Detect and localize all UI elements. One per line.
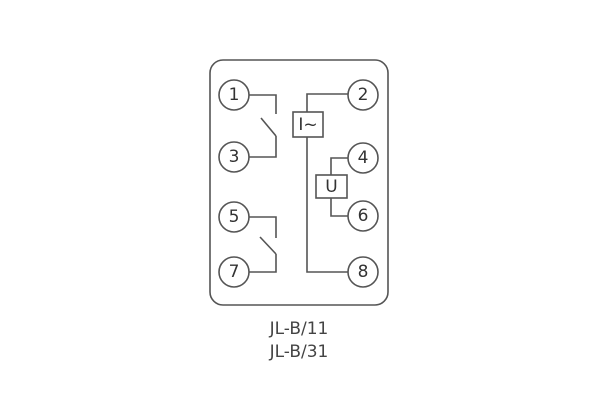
- relay-outline: [209, 59, 389, 306]
- terminal-4: 4: [347, 142, 379, 174]
- svg-text:8: 8: [358, 262, 369, 282]
- model-label-2: JL-B/31: [269, 342, 329, 362]
- model-label-1: JL-B/11: [269, 319, 329, 339]
- svg-text:2: 2: [358, 85, 369, 105]
- svg-text:4: 4: [358, 148, 369, 168]
- current-element-label: I~: [298, 115, 317, 135]
- terminal-8: 8: [347, 256, 379, 288]
- terminal-2: 2: [347, 79, 379, 111]
- voltage-element-box: [315, 174, 348, 199]
- svg-text:3: 3: [229, 147, 240, 167]
- voltage-element-label: U: [325, 177, 337, 197]
- svg-text:5: 5: [229, 207, 240, 227]
- terminal-7: 7: [218, 256, 250, 288]
- svg-text:7: 7: [229, 262, 240, 282]
- svg-text:1: 1: [229, 85, 240, 105]
- contact-1-3: [249, 94, 277, 158]
- contact-5-7: [249, 216, 277, 273]
- terminal-3: 3: [218, 141, 250, 173]
- svg-text:6: 6: [358, 206, 369, 226]
- terminal-5: 5: [218, 201, 250, 233]
- terminal-1: 1: [218, 79, 250, 111]
- current-coil-circuit: I~: [292, 93, 348, 273]
- voltage-element-circuit: U: [315, 157, 348, 217]
- terminal-6: 6: [347, 200, 379, 232]
- current-element-box: [292, 111, 324, 138]
